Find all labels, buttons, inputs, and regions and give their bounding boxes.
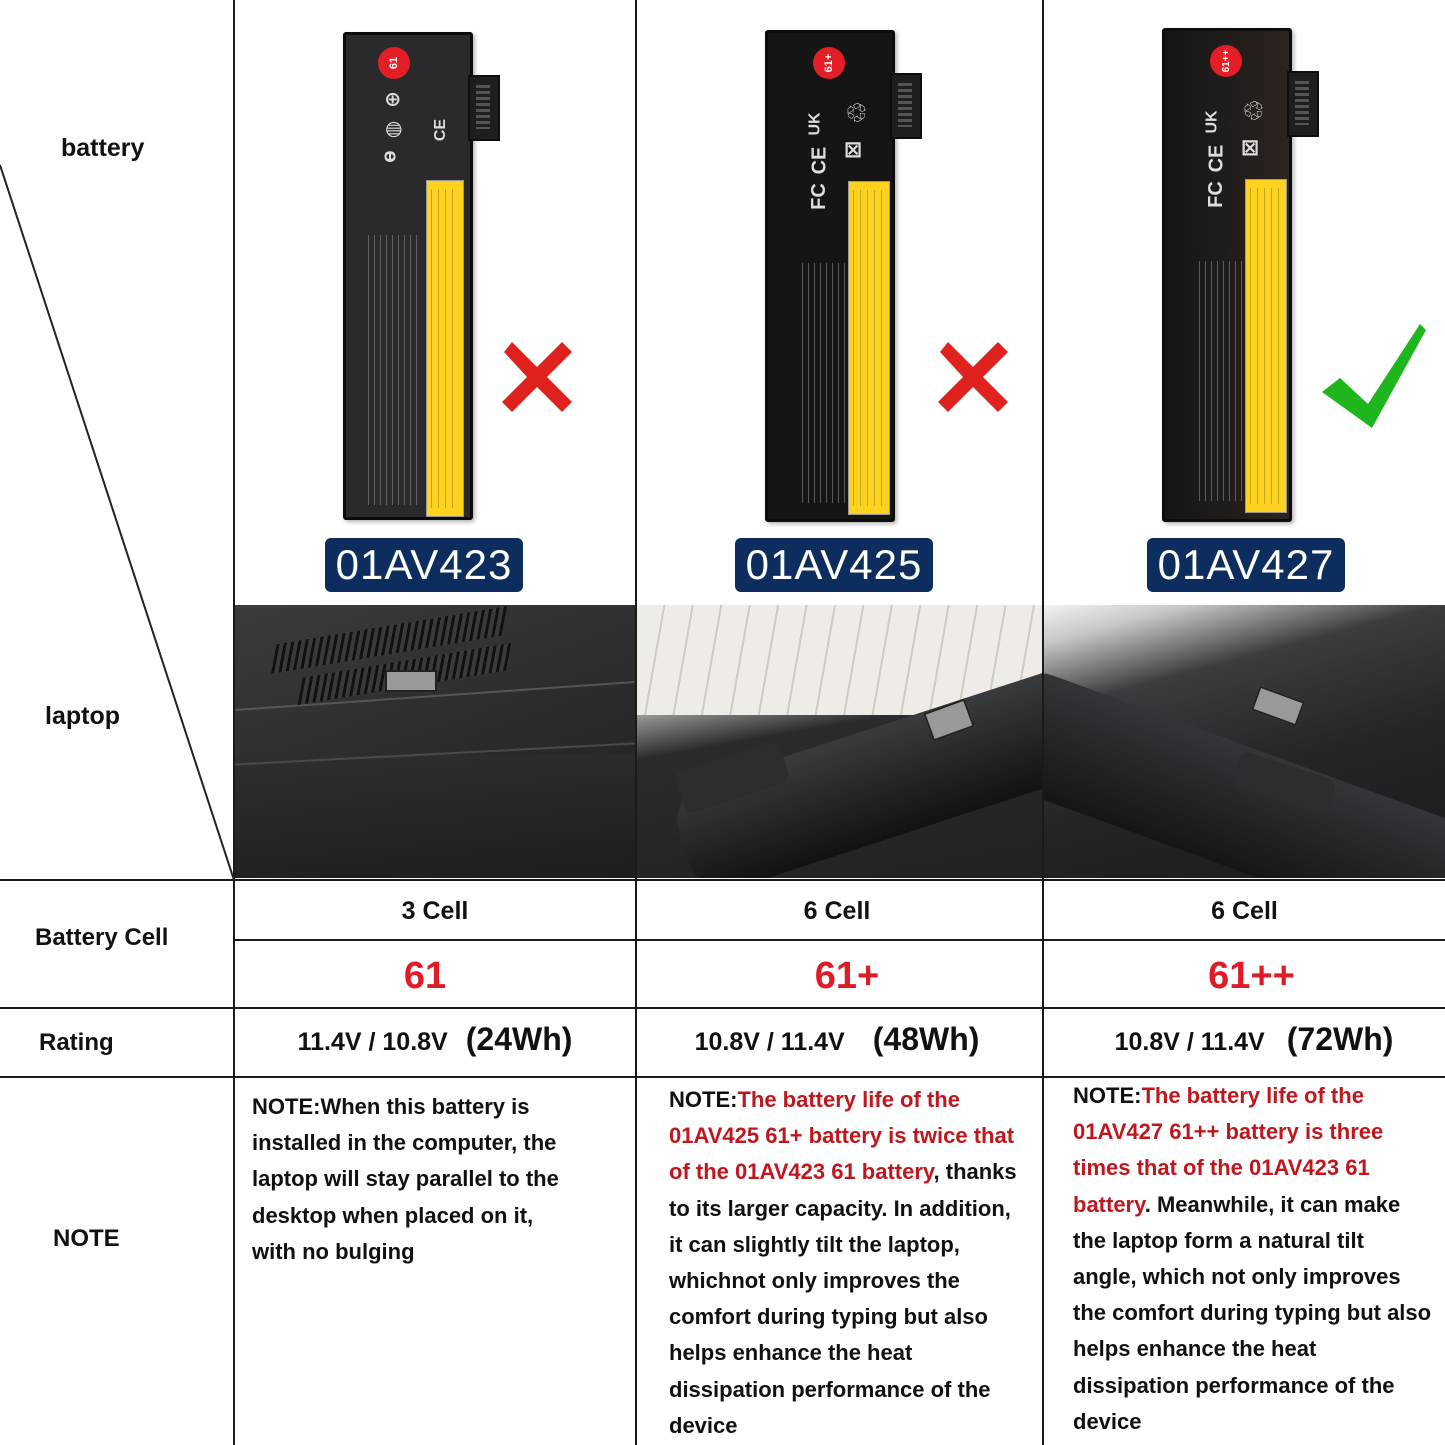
laptop-photo-01av425	[637, 605, 1042, 878]
watt-hours-text: (48Wh)	[872, 1021, 980, 1057]
row-label-rating: Rating	[39, 1029, 114, 1056]
certification-icon: ◍	[382, 120, 405, 139]
note-body: When this battery is installed in the co…	[252, 1094, 559, 1264]
model-label-01av425: 01AV425	[735, 538, 933, 592]
recycle-icon: ♲	[842, 100, 873, 125]
battery-connector	[890, 73, 922, 139]
model-code-01av427: 61++	[1208, 955, 1295, 997]
watt-hours-text: (24Wh)	[465, 1021, 573, 1057]
certification-icon: ⊕	[381, 91, 404, 108]
grid-line-v1	[233, 0, 235, 1445]
battery-photo-01av427: 61++ UK CE FC ♲ ⊠	[1162, 28, 1319, 522]
note-01av427: NOTE:The battery life of the 01AV427 61+…	[1073, 1078, 1433, 1440]
battery-badge: 61	[378, 47, 410, 79]
battery-connector	[1287, 71, 1319, 137]
recycle-icon: ♲	[1239, 98, 1270, 123]
warning-label	[1245, 179, 1287, 513]
grid-line-h2	[0, 1007, 1445, 1009]
ce-mark-icon: CE	[808, 146, 831, 175]
red-x-icon	[938, 342, 1008, 412]
label-fine-print	[368, 235, 420, 505]
grid-line-h1	[0, 879, 1445, 881]
model-label-01av427: 01AV427	[1147, 538, 1345, 592]
watt-hours-text: (72Wh)	[1286, 1021, 1394, 1057]
note-body: . Meanwhile, it can make the laptop form…	[1073, 1191, 1432, 1434]
green-check-icon	[1322, 324, 1426, 428]
ukca-mark-icon: UK	[1203, 110, 1221, 134]
label-fine-print	[1199, 261, 1245, 501]
certification-icon: ɵ	[378, 150, 401, 163]
fc-mark-icon: FC	[1204, 181, 1227, 208]
note-prefix: NOTE:	[669, 1087, 738, 1112]
row-label-battery-cell: Battery Cell	[35, 924, 169, 951]
voltage-text: 10.8V / 11.4V	[694, 1028, 845, 1056]
laptop-photo-01av427	[1044, 605, 1445, 878]
warning-label	[426, 180, 464, 517]
note-01av425: NOTE:The battery life of the 01AV425 61+…	[669, 1082, 1029, 1444]
ukca-mark-icon: UK	[806, 112, 824, 136]
header-diagonal	[0, 164, 235, 880]
label-fine-print	[802, 263, 848, 503]
laptop-photo-01av423	[235, 605, 635, 878]
ce-mark-icon: CE	[1205, 144, 1228, 173]
row-label-battery: battery	[61, 134, 145, 162]
voltage-text: 11.4V / 10.8V	[297, 1028, 448, 1056]
weee-bin-icon: ⊠	[840, 140, 866, 160]
note-highlight: The battery life of the 01AV427 61++ bat…	[1073, 1083, 1384, 1217]
battery-badge: 61+	[813, 47, 845, 79]
voltage-text: 10.8V / 11.4V	[1114, 1028, 1265, 1056]
red-x-icon	[502, 342, 572, 412]
note-body: , thanks to its larger capacity. In addi…	[669, 1159, 1017, 1438]
battery-badge: 61++	[1210, 45, 1242, 77]
battery-connector	[468, 75, 500, 141]
model-label-01av423: 01AV423	[325, 538, 523, 592]
model-code-01av423: 61	[403, 955, 447, 997]
grid-line-v2	[635, 0, 637, 1445]
battery-photo-01av423: 61 ⊕ ◍ ɵ CE	[343, 32, 500, 520]
grid-line-v3	[1042, 0, 1044, 1445]
row-label-note: NOTE	[53, 1225, 120, 1252]
rating-01av427: 10.8V / 11.4V (72Wh)	[1044, 1021, 1445, 1058]
cell-count-01av423: 3 Cell	[401, 897, 469, 925]
cell-count-01av425: 6 Cell	[803, 897, 871, 925]
note-highlight: The battery life of the 01AV425 61+ batt…	[669, 1087, 1015, 1185]
row-label-laptop: laptop	[45, 702, 120, 730]
cell-count-01av427: 6 Cell	[1211, 897, 1278, 925]
grid-line-h3	[0, 1076, 1445, 1078]
note-01av423: NOTE:When this battery is installed in t…	[252, 1089, 567, 1270]
rating-01av425: 10.8V / 11.4V (48Wh)	[637, 1021, 1037, 1058]
note-prefix: NOTE:	[252, 1094, 321, 1119]
grid-line-sub	[233, 939, 1445, 941]
note-prefix: NOTE:	[1073, 1083, 1142, 1108]
rating-01av423: 11.4V / 10.8V (24Wh)	[235, 1021, 635, 1058]
battery-photo-01av425: 61+ UK CE FC ♲ ⊠	[765, 30, 922, 522]
warning-label	[848, 181, 890, 515]
weee-bin-icon: ⊠	[1237, 138, 1263, 158]
ce-mark-icon: CE	[432, 118, 450, 142]
fc-mark-icon: FC	[807, 183, 830, 210]
model-code-01av425: 61+	[814, 955, 880, 997]
